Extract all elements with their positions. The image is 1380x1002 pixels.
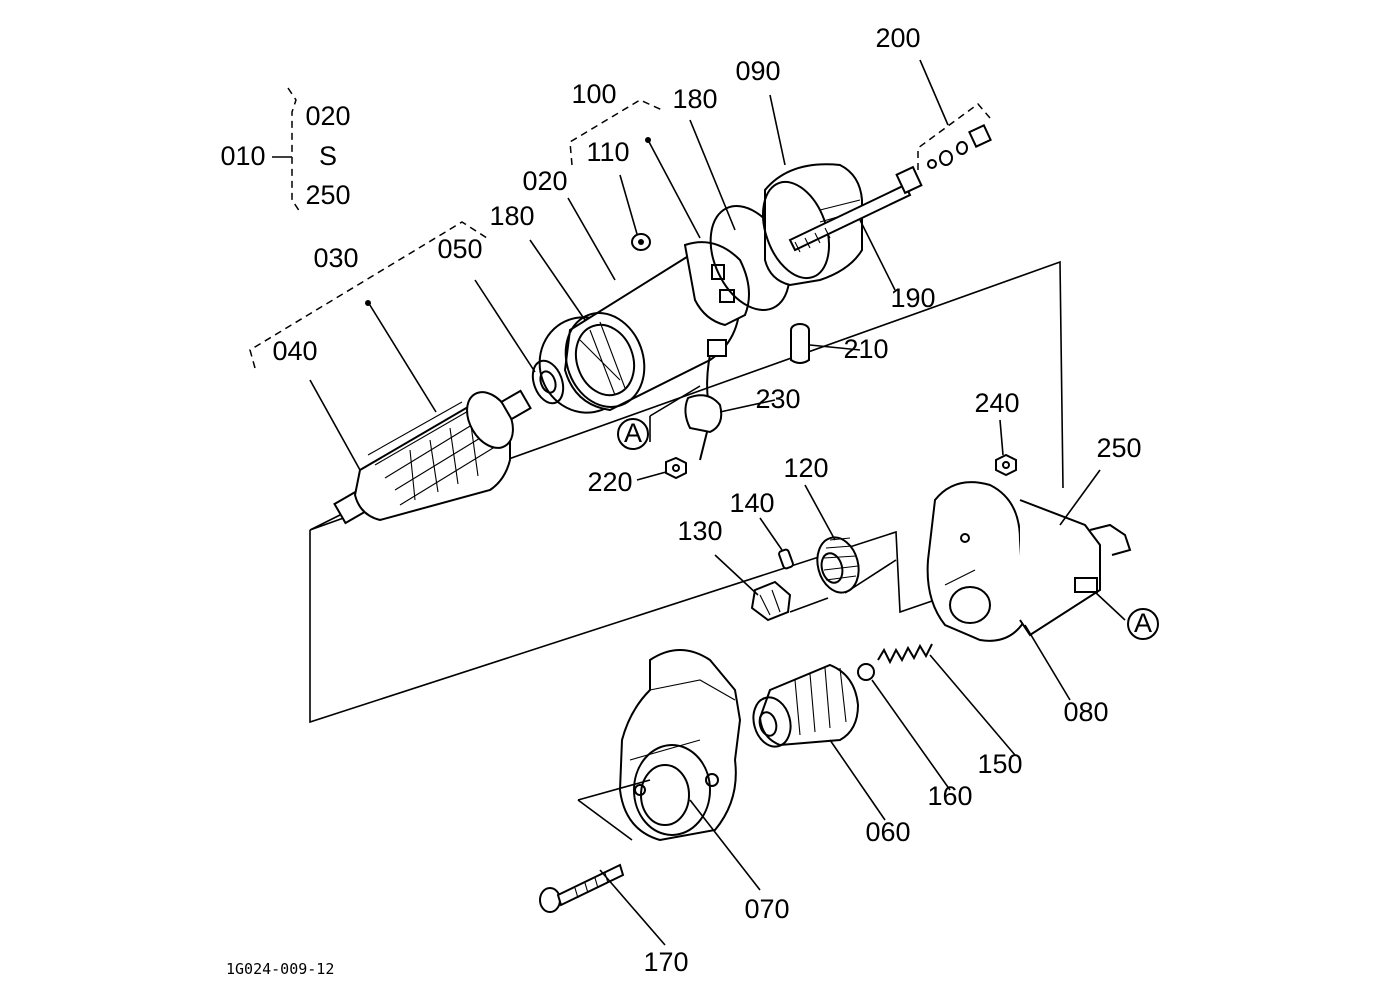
callout-240: 240: [974, 388, 1019, 418]
callout-090: 090: [735, 56, 780, 86]
callout-020: 020: [522, 166, 567, 196]
gear-120: [816, 536, 860, 594]
ball-160: [857, 663, 875, 681]
callout-050: 050: [437, 234, 482, 264]
callout-070: 070: [744, 894, 789, 924]
callout-250: 250: [1096, 433, 1141, 463]
bolt-170: [539, 863, 625, 913]
callout-200: 200: [875, 23, 920, 53]
brush-holder-110: [683, 241, 750, 327]
screw-110: [631, 233, 651, 251]
connector-a-left-label: A: [624, 418, 642, 448]
connector-a-right-label: A: [1134, 608, 1152, 638]
spring-150: [877, 643, 933, 665]
callout-150: 150: [977, 749, 1022, 779]
armature-bracket-030: [249, 221, 488, 413]
armature-040: [309, 389, 532, 531]
callout-030: 030: [313, 243, 358, 273]
bearing-050: [531, 359, 565, 405]
yoke-bracket-100: [569, 99, 701, 239]
callout-040: 040: [272, 336, 317, 366]
connector-a-left: A: [617, 418, 649, 450]
callout-220: 220: [587, 467, 632, 497]
pin-140: [778, 548, 794, 570]
lead-wire-230: [684, 339, 727, 461]
callout-080: 080: [1063, 697, 1108, 727]
callout-130: 130: [677, 516, 722, 546]
callout-190: 190: [890, 283, 935, 313]
callout-110: 110: [586, 137, 629, 167]
callout-range-symbol: S: [319, 141, 337, 171]
housing-070: [618, 649, 742, 842]
callout-010: 010: [220, 141, 265, 171]
nut-240: [995, 453, 1017, 477]
callout-140: 140: [729, 488, 774, 518]
drawing-code: 1G024-009-12: [226, 960, 334, 978]
callout-180-top: 180: [672, 84, 717, 114]
callout-180: 180: [489, 201, 534, 231]
hardware-200: [927, 124, 992, 169]
leader-lines: [309, 59, 1126, 946]
callout-120: 120: [783, 453, 828, 483]
callout-230: 230: [755, 384, 800, 414]
callout-labels: 010 020 S 250 100 180 090 200 110 020 18…: [220, 23, 1141, 977]
assembly-bracket-010: [272, 87, 301, 213]
connector-a-right: A: [1127, 608, 1159, 640]
magnetic-switch-080: [926, 481, 1132, 642]
rear-cover-090: [762, 163, 863, 287]
callout-020-range: 020: [305, 101, 350, 131]
callout-160: 160: [927, 781, 972, 811]
callout-250-range: 250: [305, 180, 350, 210]
retainer-130: [750, 580, 792, 622]
callout-170: 170: [643, 947, 688, 977]
callout-100: 100: [571, 79, 616, 109]
clutch-060: [752, 663, 860, 748]
through-bolt-190: [788, 165, 923, 253]
nut-220: [665, 456, 687, 480]
callout-060: 060: [865, 817, 910, 847]
screw-210: [790, 323, 810, 364]
callout-210: 210: [843, 334, 888, 364]
